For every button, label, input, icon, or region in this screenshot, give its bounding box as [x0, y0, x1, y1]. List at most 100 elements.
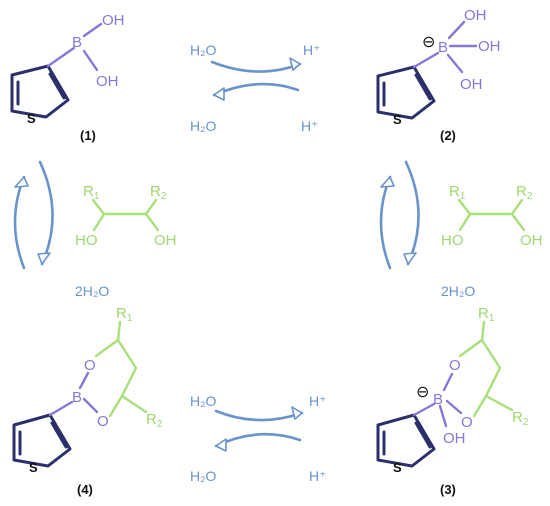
boron-label: B — [433, 391, 443, 408]
water-in-label: H₂O — [190, 42, 217, 58]
ring-double-bond — [414, 421, 432, 449]
b-o-bond — [78, 371, 90, 390]
compound-number: (2) — [440, 128, 456, 143]
compound-2: S ⊖ B OH OH OH (2) — [376, 7, 501, 143]
down-arrow — [38, 160, 54, 266]
compound-1: S B OH OH (1) — [10, 12, 125, 143]
boron-label: B — [72, 34, 82, 51]
hydroxyl-left-label: HO — [75, 232, 98, 249]
up-arrow — [13, 175, 26, 270]
thiophene-ring — [376, 413, 436, 468]
thiophene-ring — [376, 65, 436, 120]
water-label: 2H₂O — [75, 283, 109, 299]
r2-label: R2 — [516, 183, 533, 202]
proton-out-label: H⁺ — [303, 42, 321, 58]
proton-out-label: H⁺ — [309, 393, 327, 409]
hydroxyl-left-label: HO — [441, 232, 464, 249]
hydroxyl-top-label: OH — [464, 7, 487, 24]
thiophene-ring — [12, 413, 72, 468]
b-oh-bond — [82, 49, 99, 72]
oxygen-top-label: O — [84, 357, 96, 374]
arrow-head — [403, 252, 417, 265]
r1-label: R1 — [449, 183, 466, 202]
water-out-label: H₂O — [190, 118, 217, 134]
hydroxyl-top-label: OH — [102, 12, 125, 29]
compound-4: S B O O R1 R2 (4) — [12, 305, 163, 497]
c-r2-bond — [484, 394, 514, 412]
ring-double-bond — [414, 73, 432, 101]
thiophene-ring — [10, 64, 70, 119]
proton-in-label: H⁺ — [309, 468, 327, 484]
hydroxyl-right-label: OH — [478, 38, 501, 55]
proton-in-label: H⁺ — [301, 118, 319, 134]
c-r1-bond — [116, 320, 122, 342]
arrow-head — [215, 438, 227, 452]
diol-left: R1 R2 HO OH 2H₂O — [75, 183, 177, 299]
diol-ester-backbone — [94, 338, 138, 418]
right-equilibrium — [379, 160, 420, 270]
diol-backbone — [457, 198, 524, 216]
ring-boron-bond — [412, 402, 436, 417]
b-o-bond — [445, 399, 463, 415]
r1-label: R1 — [478, 305, 495, 324]
c-oh-bond — [144, 212, 160, 232]
arrow-head — [291, 406, 303, 420]
ring-boron-bond — [48, 400, 74, 417]
diol-ester-backbone — [458, 338, 502, 418]
oxygen-top-label: O — [449, 357, 461, 374]
diol-right: R1 R2 HO OH 2H₂O — [441, 183, 543, 299]
left-equilibrium — [13, 160, 54, 270]
forward-arrow — [214, 409, 304, 422]
reverse-arrow — [212, 82, 300, 97]
b-oh-bond — [446, 53, 464, 74]
boron-label: B — [438, 39, 448, 56]
ring-sulfur-label: S — [29, 460, 38, 475]
ring-sulfur-label: S — [393, 112, 402, 127]
forward-arrow — [210, 60, 302, 73]
r1-label: R1 — [83, 183, 100, 202]
hydroxyl-right-label: OH — [520, 232, 543, 249]
water-out-label: H₂O — [190, 468, 217, 484]
compound-number: (3) — [440, 482, 456, 497]
r1-label: R1 — [116, 305, 133, 324]
hydroxyl-right-label: OH — [154, 232, 177, 249]
b-oh-bond — [447, 20, 466, 40]
negative-charge-icon: ⊖ — [416, 384, 429, 401]
boron-label: B — [72, 389, 82, 406]
negative-charge-icon: ⊖ — [422, 34, 435, 51]
ring-boron-bond — [412, 51, 440, 69]
compound-3: S ⊖ B O O OH R1 R2 (3) — [376, 305, 529, 497]
oxygen-bottom-label: O — [461, 414, 473, 431]
up-arrow — [379, 175, 392, 270]
arrow-head — [289, 57, 301, 71]
hydroxyl-bottom-label: OH — [96, 73, 119, 90]
b-o-bond — [442, 372, 454, 392]
ring-boron-bond — [46, 46, 76, 68]
down-arrow — [404, 160, 420, 266]
bottom-equilibrium: H₂O H⁺ H₂O H⁺ — [190, 393, 327, 484]
arrow-head — [380, 176, 395, 188]
ring-double-bond — [48, 72, 66, 100]
r2-label: R2 — [146, 411, 163, 430]
ring-double-bond — [50, 421, 68, 449]
compound-number: (4) — [77, 482, 93, 497]
arrow-head — [213, 87, 225, 101]
ring-sulfur-label: S — [27, 111, 36, 126]
water-in-label: H₂O — [190, 393, 217, 409]
c-r1-bond — [480, 320, 486, 342]
b-oh-bond — [82, 22, 103, 38]
reverse-arrow — [214, 432, 302, 448]
c-r2-bond — [120, 394, 148, 414]
ring-sulfur-label: S — [393, 460, 402, 475]
c-oh-bond — [92, 212, 106, 232]
c-oh-bond — [458, 212, 472, 232]
diol-backbone — [91, 198, 158, 216]
r2-label: R2 — [512, 409, 529, 428]
top-equilibrium: H₂O H⁺ H₂O H⁺ — [190, 42, 321, 134]
c-oh-bond — [510, 212, 526, 232]
arrow-head — [14, 176, 29, 188]
arrow-head — [37, 252, 51, 265]
b-o-bond — [82, 397, 99, 414]
